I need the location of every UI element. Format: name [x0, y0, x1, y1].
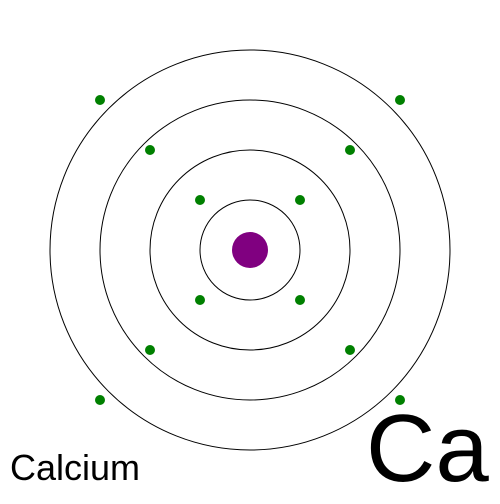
- orbit-shell-1: [199, 199, 301, 301]
- orbit-shell-4: [49, 49, 451, 451]
- electron: [345, 145, 355, 155]
- electrons: [95, 95, 405, 405]
- electron: [145, 345, 155, 355]
- electron: [95, 95, 105, 105]
- electron: [395, 395, 405, 405]
- orbit-shells: [49, 49, 451, 451]
- element-symbol: Ca: [366, 395, 489, 502]
- electron: [95, 395, 105, 405]
- nucleus: [232, 232, 268, 268]
- electron: [395, 95, 405, 105]
- electron: [345, 345, 355, 355]
- electron: [295, 195, 305, 205]
- orbit-shell-2: [149, 149, 351, 351]
- electron: [145, 145, 155, 155]
- electron: [295, 295, 305, 305]
- electron: [195, 195, 205, 205]
- orbit-shell-3: [99, 99, 401, 401]
- electron: [195, 295, 205, 305]
- element-name: Calcium: [10, 447, 141, 488]
